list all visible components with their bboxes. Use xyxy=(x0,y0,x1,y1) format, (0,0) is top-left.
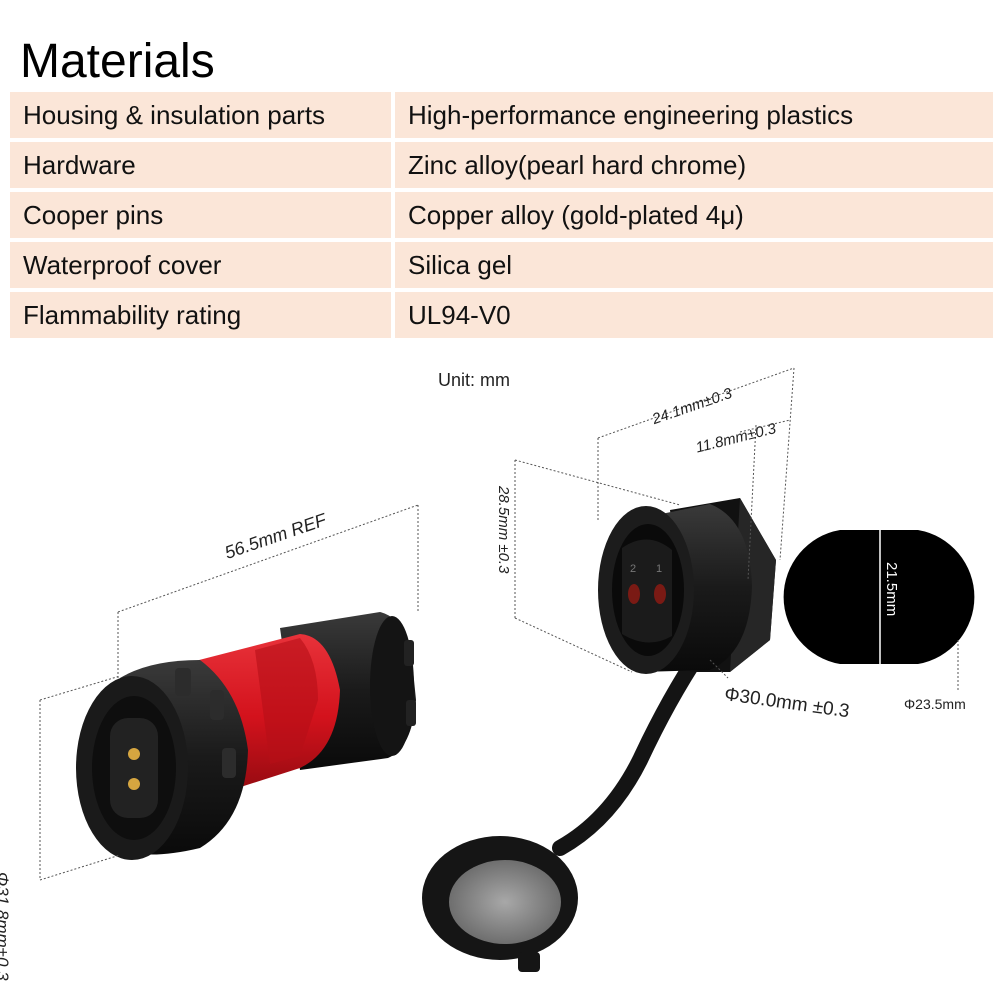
part-cell: Housing & insulation parts xyxy=(10,92,395,142)
table-row: Hardware Zinc alloy(pearl hard chrome) xyxy=(10,140,993,192)
pin-label: 2 xyxy=(630,563,636,575)
unit-label: Unit: mm xyxy=(438,370,510,390)
socket-connector: 2 1 xyxy=(422,498,776,972)
material-cell: Silica gel xyxy=(393,240,993,292)
page-title: Materials xyxy=(20,35,215,88)
part-cell: Hardware xyxy=(10,140,395,192)
dimension-lines xyxy=(39,367,959,881)
table-row: Waterproof cover Silica gel xyxy=(10,240,993,292)
table-row: Cooper pins Copper alloy (gold-plated 4μ… xyxy=(10,190,993,242)
socket-height-label: 28.5mm ±0.3 xyxy=(495,486,512,574)
part-cell: Waterproof cover xyxy=(10,240,395,292)
cutout-shape xyxy=(783,530,975,664)
cutout-flat-label: 21.5mm xyxy=(883,562,900,617)
table-row: Housing & insulation parts High-performa… xyxy=(10,92,993,142)
table-row: Flammability rating UL94-V0 xyxy=(10,290,993,342)
material-cell: Copper alloy (gold-plated 4μ) xyxy=(393,190,993,242)
part-cell: Cooper pins xyxy=(10,190,395,242)
plug-diameter-label: Φ31.8mm±0.3 xyxy=(0,872,12,981)
materials-table: Housing & insulation parts High-performa… xyxy=(10,92,993,342)
material-cell: High-performance engineering plastics xyxy=(393,92,993,142)
part-cell: Flammability rating xyxy=(10,290,395,342)
plug-connector xyxy=(76,612,416,860)
material-cell: Zinc alloy(pearl hard chrome) xyxy=(393,140,993,192)
cutout-diameter-label: Φ23.5mm xyxy=(904,696,966,712)
pin-label: 1 xyxy=(656,563,662,575)
material-cell: UL94-V0 xyxy=(393,290,993,342)
